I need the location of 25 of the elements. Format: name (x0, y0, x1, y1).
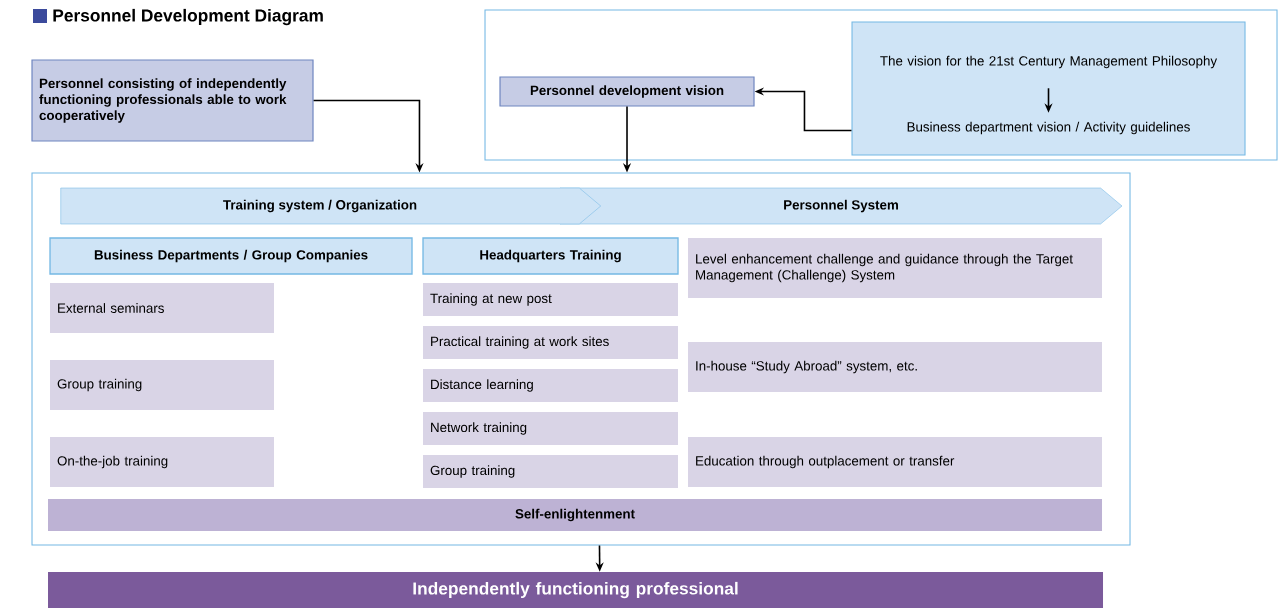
self-enlightenment-bar: Self-enlightenment (48, 499, 1102, 531)
vision-text: Business department vision / Activity guidelines (907, 121, 1190, 135)
vision-panel (851, 21, 1246, 156)
item-box: On-the-job training (50, 437, 274, 487)
item-box: Distance learning (423, 369, 678, 402)
vision-box: Personnel development vision (499, 76, 755, 107)
item-box: In-house “Study Abroad” system, etc. (688, 342, 1102, 392)
item-box: Group training (50, 360, 274, 410)
item-box: Network training (423, 412, 678, 445)
item-box: Level enhancement challenge and guidance through the Target Management (Challenge) System (688, 238, 1102, 298)
chevron-banner: Personnel System (559, 187, 1123, 225)
item-box: Practical training at work sites (423, 326, 678, 359)
item-box: External seminars (50, 283, 274, 333)
column-header: Business Departments / Group Companies (49, 237, 413, 275)
diagram-title: Personnel Development Diagram (53, 8, 323, 26)
chevron-banner: Training system / Organization (60, 187, 601, 225)
item-box: Group training (423, 455, 678, 488)
item-box: Training at new post (423, 283, 678, 316)
item-box: Education through outplacement or transfer (688, 437, 1102, 487)
vision-text: The vision for the 21st Century Management Philosophy (880, 55, 1218, 69)
frame-box (484, 9, 1278, 161)
result-bar: Independently functioning professional (48, 572, 1103, 608)
column-header: Headquarters Training (422, 237, 679, 275)
title-box: Personnel consisting of independently functioning professionals able to work cooperatively (31, 59, 314, 142)
frame-box (31, 172, 1131, 546)
